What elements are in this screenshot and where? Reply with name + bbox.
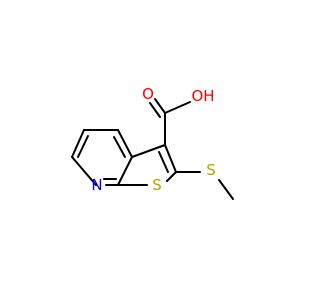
structure-canvas: N S S O OH [71,85,234,200]
bond-carbonyl-c-o-double [149,102,161,118]
hydroxyl-label: OH [191,87,214,105]
bond-s-methyl-ch3 [218,179,234,200]
bond-carbonyl-c-o [154,98,166,114]
bond-c3-c2-inner [158,151,169,173]
thioether-sulfur-label: S [206,161,216,179]
molecule-diagram: N S S O OH [71,85,234,200]
bond-carbonyl-c-oh [164,101,191,114]
bond-c3-c2 [164,144,177,173]
bond-c4-c3a-inner [113,136,126,158]
carbonyl-oxygen-label: O [142,85,154,103]
ring-sulfur-label: S [152,176,162,194]
bond-c4-c3a [117,129,133,158]
nitrogen-label: N [91,176,102,194]
bond-c3a-c7a [117,156,133,186]
bond-n-c6 [71,156,97,186]
bond-c6-c5-inner [77,135,89,158]
bond-c6-c5 [71,129,85,158]
bond-c3a-c3 [131,144,166,158]
bond-c2-s1 [166,171,177,182]
